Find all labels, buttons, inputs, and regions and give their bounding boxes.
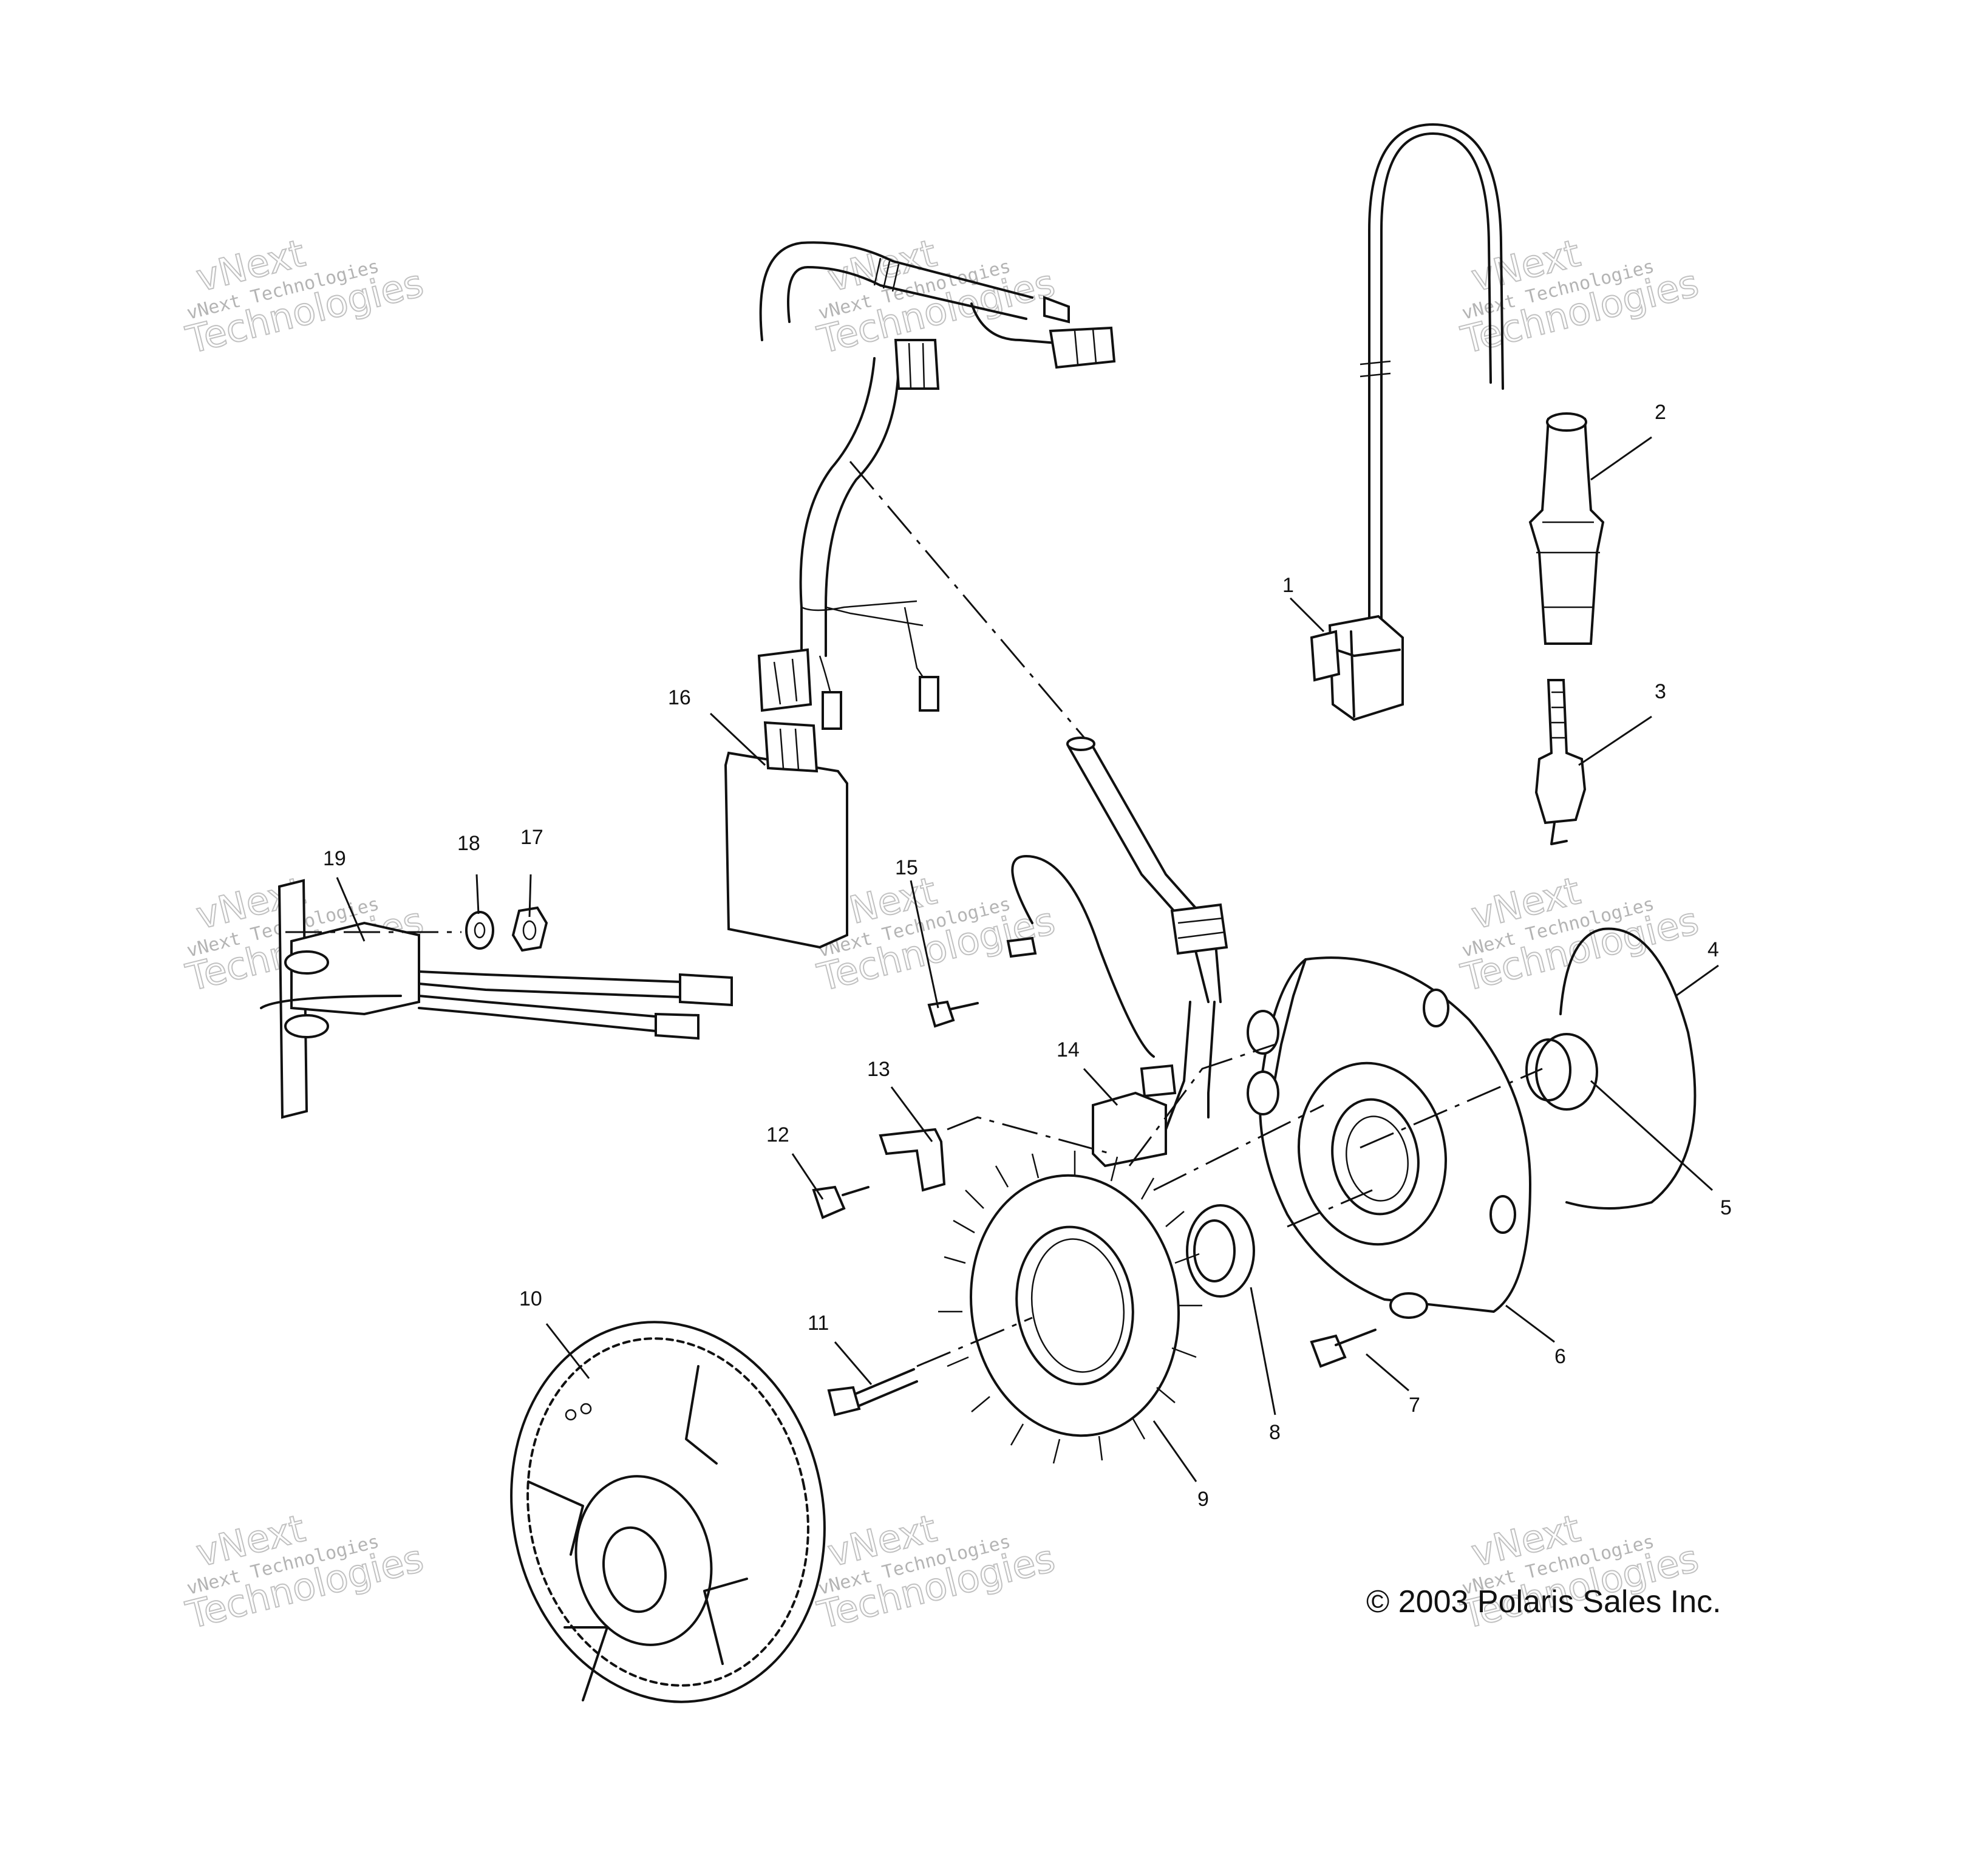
watermark: vNext vNext Technologies Technologies (181, 1505, 428, 1638)
callout-11: 11 (808, 1312, 829, 1335)
callout-17: 17 (520, 826, 543, 849)
nut-part[interactable] (511, 906, 548, 952)
bracket-part[interactable] (879, 1116, 1112, 1192)
flywheel-part[interactable] (477, 1293, 859, 1731)
stator-cable[interactable] (1066, 737, 1228, 1131)
watermark: vNext vNext Technologies Technologies (181, 230, 428, 363)
bolt-part[interactable] (1310, 1329, 1377, 1368)
callout-18: 18 (457, 832, 480, 855)
copyright-notice: © 2003 Polaris Sales Inc. (1366, 1584, 1721, 1619)
spark-plug-boot-part[interactable] (1528, 412, 1605, 645)
o-ring-part[interactable] (1559, 927, 1697, 1210)
watermarks: vNext vNext Technologies Technologies vN… (181, 230, 1703, 1638)
callout-7: 7 (1409, 1394, 1420, 1417)
callout-13: 13 (867, 1058, 890, 1081)
callout-labels: 1 2 3 4 5 6 7 8 9 10 11 12 13 14 15 16 1… (323, 401, 1732, 1511)
watermark: vNext vNext Technologies Technologies (812, 1505, 1060, 1638)
callout-14: 14 (1057, 1038, 1080, 1061)
callout-10: 10 (519, 1287, 542, 1310)
callout-8: 8 (1269, 1421, 1281, 1444)
bolt-part[interactable] (827, 1368, 918, 1417)
leader-lines (336, 436, 1719, 1482)
stator-part[interactable] (938, 1151, 1202, 1464)
cdi-box-part[interactable] (724, 721, 848, 949)
watermark: vNext vNext Technologies Technologies (812, 230, 1060, 363)
watermark: vNext vNext Technologies Technologies (1456, 868, 1703, 1001)
callout-3: 3 (1655, 680, 1666, 703)
pickup-sensor-part[interactable] (1092, 1064, 1177, 1168)
callout-12: 12 (766, 1123, 789, 1146)
washer-part[interactable] (465, 911, 494, 950)
spark-plug-part[interactable] (1534, 679, 1587, 845)
ignition-coil-part[interactable] (1310, 123, 1504, 721)
assembly-lines (285, 931, 1543, 1367)
callout-19: 19 (323, 847, 346, 870)
callout-16: 16 (668, 686, 691, 709)
callout-15: 15 (895, 856, 918, 879)
screw-part[interactable] (927, 1000, 979, 1028)
screw-part[interactable] (812, 1185, 870, 1219)
callout-6: 6 (1554, 1345, 1566, 1368)
callout-1: 1 (1282, 574, 1294, 597)
starter-solenoid-part[interactable] (260, 879, 733, 1119)
callout-5: 5 (1720, 1196, 1732, 1219)
callout-9: 9 (1197, 1488, 1209, 1511)
seal-part[interactable] (1186, 1204, 1255, 1298)
stator-plate-part[interactable] (1247, 956, 1532, 1319)
watermark: vNext vNext Technologies Technologies (1456, 230, 1703, 363)
callout-2: 2 (1655, 401, 1666, 424)
wiring-harness[interactable] (757, 241, 1116, 741)
ground-wire-part[interactable] (1006, 855, 1155, 1058)
callout-4: 4 (1707, 938, 1719, 961)
